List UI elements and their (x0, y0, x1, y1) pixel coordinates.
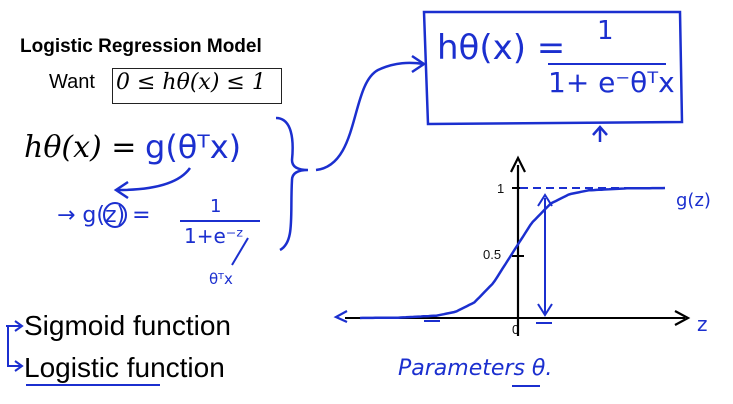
g-to-gz-arrow-head (113, 180, 129, 200)
boxed-formula-frame (422, 10, 684, 126)
sigmoid-definition-denominator: 1+e⁻ᶻ (184, 224, 244, 248)
sigmoid-definition-numerator: 1 (210, 196, 222, 217)
slide-title: Logistic Regression Model (20, 36, 262, 57)
x-axis-label: z (697, 312, 708, 336)
x-axis-arrowhead (674, 310, 691, 326)
up-arrow-head (592, 125, 608, 136)
want-formula: 0 ≤ hθ(x) ≤ 1 (116, 70, 266, 95)
hypothesis-formula: hθ(x) = (24, 130, 137, 165)
x-tick-0: 0 (512, 322, 520, 337)
logistic-function-label: Logistic function (24, 352, 225, 383)
y-tick-1: 1 (497, 181, 505, 196)
sigmoid-bullet-arrow-head (14, 320, 24, 332)
theta-transpose-x-note: θᵀx (209, 270, 233, 288)
y-tick-0.5: 0.5 (483, 247, 502, 262)
sigmoid-function-label: Sigmoid function (24, 310, 232, 341)
logistic-underline (26, 384, 160, 386)
x-axis-left-arrowhead (333, 310, 348, 324)
vertical-arrow-top (537, 193, 553, 207)
boxed-hypothesis-numerator: 1 (597, 16, 614, 46)
want-box (112, 68, 282, 104)
parameters-note: Parameters θ. (398, 356, 553, 381)
logistic-bracket (7, 326, 20, 367)
brace (275, 116, 309, 252)
sigmoid-curve (359, 186, 666, 320)
z-circle (103, 202, 127, 228)
boxed-hypothesis-denominator: 1+ e⁻θᵀx (548, 66, 675, 99)
theta-note-arrow (231, 237, 249, 266)
y-axis-arrowhead (510, 155, 526, 173)
curve-label: g(z) (676, 190, 711, 211)
vertical-arrow-bottom (537, 303, 553, 317)
want-label: Want (49, 71, 95, 93)
curved-arrow-to-box (315, 61, 425, 172)
curved-arrow-head (411, 54, 427, 74)
hypothesis-g-handwritten: g(θᵀx) (145, 128, 242, 166)
boxed-hypothesis-lhs: hθ(x) = (437, 28, 566, 68)
logistic-bullet-arrow-head (14, 360, 24, 372)
g-to-gz-arrow (117, 167, 192, 192)
